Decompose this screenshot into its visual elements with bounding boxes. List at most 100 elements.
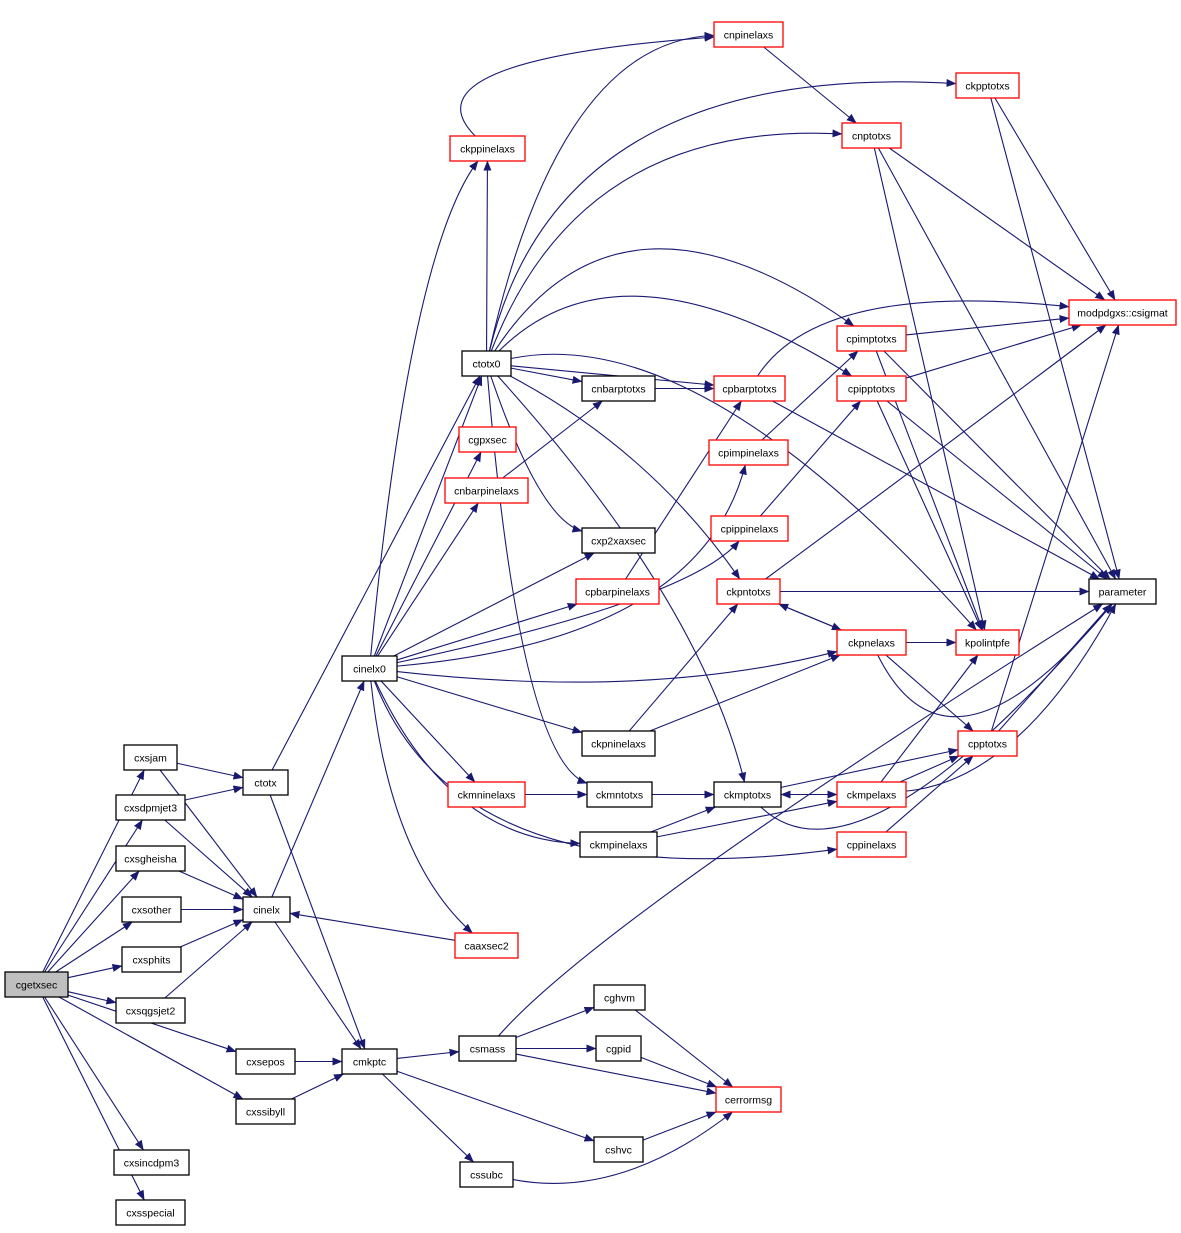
node-label-cxsjam: cxsjam xyxy=(134,752,167,764)
node-box-cnbarpinelaxs xyxy=(444,477,529,504)
node-box-cgpxsec xyxy=(458,426,517,453)
node-ckpntotxs[interactable]: ckpntotxs xyxy=(716,578,781,605)
edge-ctotx0-to-ckppinelaxs xyxy=(483,160,492,352)
node-box-csmass xyxy=(458,1035,517,1062)
node-cinelx: cinelx xyxy=(242,896,291,923)
edge-cnbarpinelaxs-to-cnbarptotxs xyxy=(502,400,603,479)
node-box-cnbarptotxs xyxy=(581,375,656,402)
node-box-ckpntotxs xyxy=(716,578,781,605)
node-label-cpbarptotxs: cpbarptotxs xyxy=(722,383,776,395)
node-box-cinelx0 xyxy=(341,655,398,682)
edge-ckpninelaxs-to-ckpntotxs xyxy=(628,603,739,732)
node-box-cxsspecial xyxy=(115,1199,186,1226)
edge-cxsdpmjet3-to-ctotx xyxy=(184,785,244,801)
node-cppinelaxs[interactable]: cppinelaxs xyxy=(836,831,907,858)
node-label-ckpptotxs: ckpptotxs xyxy=(965,80,1009,92)
node-box-ckmptotxs xyxy=(713,781,782,808)
node-cpbarpinelaxs[interactable]: cpbarpinelaxs xyxy=(575,578,660,605)
edge-cgpid-to-cerrormsg xyxy=(640,1056,718,1088)
edge-ctotx0-to-cpimptotxs xyxy=(494,248,855,352)
node-label-cxsqgsjet2: cxsqgsjet2 xyxy=(126,1005,176,1017)
edge-ckmpelaxs-to-cpptotxs xyxy=(899,755,960,783)
edge-ctotx-to-cmkptc xyxy=(269,794,366,1050)
node-label-cinelx: cinelx xyxy=(253,904,281,916)
node-box-cppinelaxs xyxy=(836,831,907,858)
node-box-ckmpelaxs xyxy=(836,781,907,808)
node-caaxsec2[interactable]: caaxsec2 xyxy=(454,932,519,959)
edge-cgetxsec-to-cxsqgsjet2 xyxy=(67,991,117,1005)
edge-ctotx0-to-cnpinelaxs xyxy=(488,31,715,352)
node-label-cshvc: cshvc xyxy=(605,1144,632,1156)
node-csmass: csmass xyxy=(458,1035,517,1062)
edge-cxsqgsjet2-to-cinelx xyxy=(164,921,253,999)
node-label-ctotx: ctotx xyxy=(254,777,277,789)
edge-csmass-to-cerrormsg xyxy=(515,1053,717,1096)
edge-cxsphits-to-cinelx xyxy=(180,919,244,948)
edge-cinelx-to-cmkptc xyxy=(274,921,362,1050)
edge-ckppinelaxs-to-cnpinelaxs xyxy=(460,33,715,137)
node-ckmninelaxs[interactable]: ckmninelaxs xyxy=(447,781,526,808)
node-cpippinelaxs[interactable]: cpippinelaxs xyxy=(710,515,789,542)
edge-cssubc-to-cerrormsg xyxy=(512,1111,733,1184)
node-label-kpolintpfe: kpolintpfe xyxy=(965,637,1010,649)
node-box-cxsphits xyxy=(121,946,182,973)
node-ckpptotxs[interactable]: ckpptotxs xyxy=(955,72,1020,99)
edge-cnptotxs-to-parameter xyxy=(877,147,1117,580)
node-cpimpinelaxs[interactable]: cpimpinelaxs xyxy=(708,439,789,466)
node-ckmpelaxs[interactable]: ckmpelaxs xyxy=(836,781,907,808)
node-modpdgxs[interactable]: modpdgxs::csigmat xyxy=(1068,299,1177,326)
node-cmkptc: cmkptc xyxy=(341,1048,398,1075)
edge-cinelx0-to-cxp2xaxsec xyxy=(393,552,595,657)
edge-ckmptotxs-to-cpptotxs xyxy=(780,747,959,788)
edge-ckpnelaxs-to-ckpntotxs xyxy=(778,603,842,631)
node-cerrormsg[interactable]: cerrormsg xyxy=(715,1086,782,1113)
node-label-cxsspecial: cxsspecial xyxy=(126,1207,174,1219)
edge-ckpninelaxs-to-ckpnelaxs xyxy=(649,654,841,732)
edge-cshvc-to-cerrormsg xyxy=(642,1111,717,1141)
node-cnbarpinelaxs[interactable]: cnbarpinelaxs xyxy=(444,477,529,504)
edge-cinelx0-to-ckppinelaxs xyxy=(370,160,479,657)
edge-cxsgheisha-to-cinelx xyxy=(178,870,244,900)
edge-cpimpinelaxs-to-cpimptotxs xyxy=(761,350,859,441)
node-box-ckpninelaxs xyxy=(581,730,656,757)
edge-cnpinelaxs-to-cnptotxs xyxy=(763,46,857,124)
edge-cnptotxs-to-modpdgxs xyxy=(888,147,1106,301)
node-ckmntotxs: ckmntotxs xyxy=(586,781,653,808)
node-ckpnelaxs[interactable]: ckpnelaxs xyxy=(836,629,907,656)
node-label-cxsdpmjet3: cxsdpmjet3 xyxy=(124,802,177,814)
node-box-cgpid xyxy=(595,1035,642,1062)
edge-cgetxsec-to-cxsgheisha xyxy=(47,870,140,973)
node-cnptotxs[interactable]: cnptotxs xyxy=(841,122,902,149)
node-box-cerrormsg xyxy=(715,1086,782,1113)
node-cxsjam: cxsjam xyxy=(123,744,178,771)
node-label-cnbarptotxs: cnbarptotxs xyxy=(591,383,645,395)
edge-cpimptotxs-to-modpdgxs xyxy=(905,315,1070,336)
node-cpimptotxs[interactable]: cpimptotxs xyxy=(836,325,907,352)
edge-cinelx0-to-ckmpinelaxs xyxy=(374,680,581,848)
node-box-ckmninelaxs xyxy=(447,781,526,808)
node-cpipptotxs[interactable]: cpipptotxs xyxy=(836,375,907,402)
node-cnpinelaxs[interactable]: cnpinelaxs xyxy=(713,21,784,48)
node-cssubc: cssubc xyxy=(459,1161,514,1188)
edge-cinelx0-to-ctotx0 xyxy=(373,375,483,657)
edge-ckmptotxs-to-parameter xyxy=(760,603,1113,830)
edge-cinelx0-to-cppinelaxs xyxy=(373,680,838,860)
node-cpbarptotxs[interactable]: cpbarptotxs xyxy=(713,375,786,402)
node-cpptotxs[interactable]: cpptotxs xyxy=(957,730,1018,757)
node-cghvm: cghvm xyxy=(593,984,646,1011)
node-cgpxsec[interactable]: cgpxsec xyxy=(458,426,517,453)
node-ckppinelaxs[interactable]: ckppinelaxs xyxy=(449,135,526,162)
edge-cinelx0-to-cpbarpinelaxs xyxy=(396,602,578,661)
node-ckpninelaxs: ckpninelaxs xyxy=(581,730,656,757)
edge-cmkptc-to-cshvc xyxy=(396,1070,595,1142)
node-kpolintpfe[interactable]: kpolintpfe xyxy=(955,629,1020,656)
edge-ckpnelaxs-to-parameter xyxy=(877,603,1113,718)
edge-ckmpinelaxs-to-ckmptotxs xyxy=(650,806,716,833)
node-cxsspecial: cxsspecial xyxy=(115,1199,186,1226)
edge-cpippinelaxs-to-cpipptotxs xyxy=(759,400,862,517)
node-label-ctotx0: ctotx0 xyxy=(472,358,500,370)
node-label-ckmpinelaxs: ckmpinelaxs xyxy=(590,839,648,851)
node-box-cmkptc xyxy=(341,1048,398,1075)
node-cshvc: cshvc xyxy=(593,1136,644,1163)
